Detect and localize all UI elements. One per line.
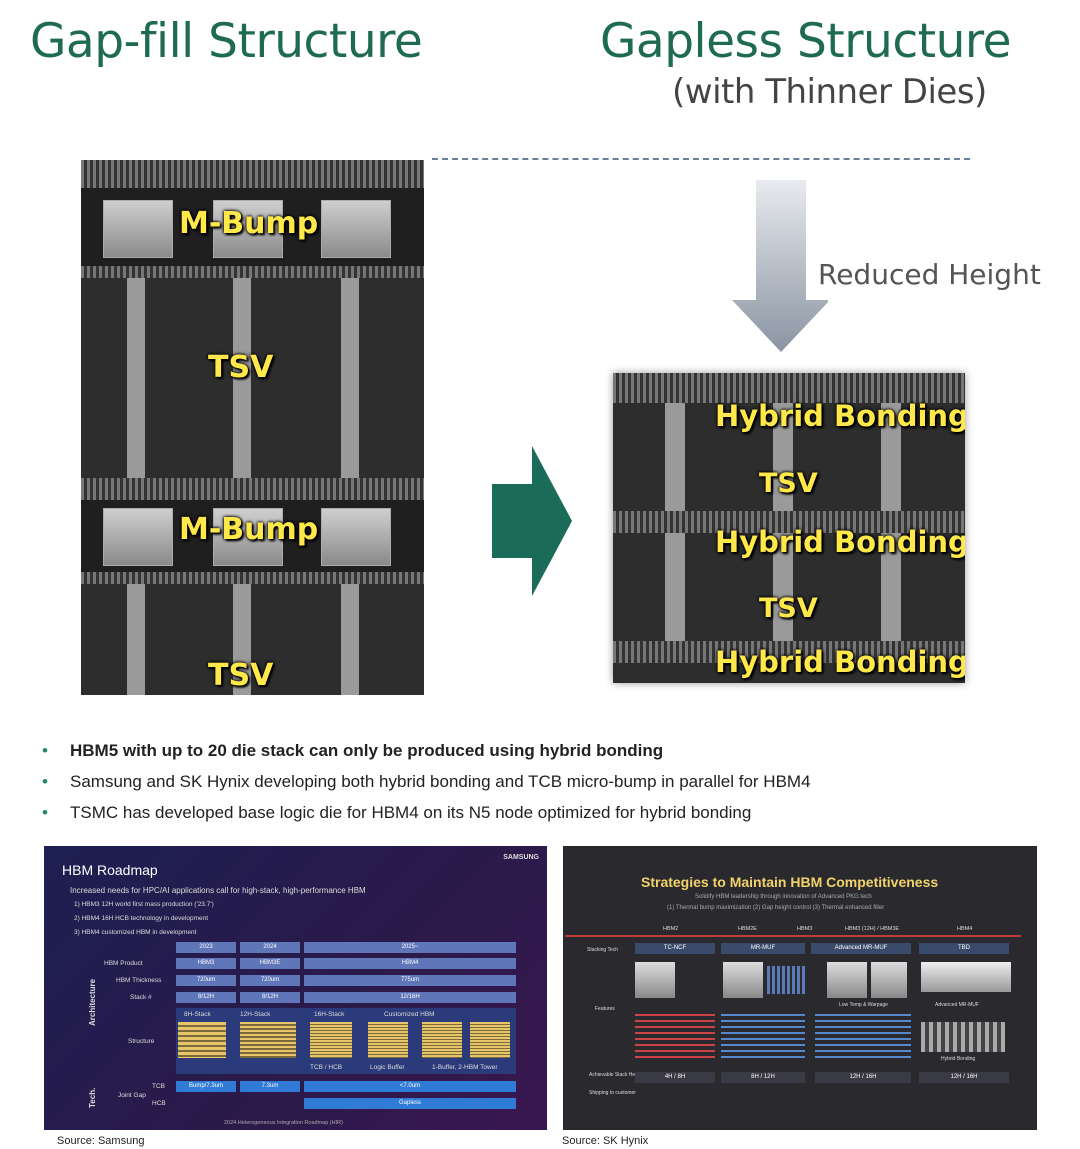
structure-caption: 1-Buffer, 2-HBM Tower	[432, 1064, 498, 1071]
samsung-point: 3) HBM4 customized HBM in development	[74, 929, 197, 936]
tech-cell: Bump/7.3um	[176, 1081, 236, 1092]
hynix-tech-cell: TC-NCF	[635, 943, 715, 954]
side-label: Architecture	[88, 978, 97, 1026]
gapless-subtitle: (with Thinner Dies)	[672, 72, 987, 112]
hynix-source: Source: SK Hynix	[562, 1135, 649, 1147]
samsung-footer: 2024 Heterogeneous Integration Roadmap (…	[224, 1120, 343, 1126]
hynix-column: HBM4	[957, 926, 973, 932]
samsung-point: 2) HBM4 16H HCB technology in developmen…	[74, 915, 209, 922]
row-label: HBM Product	[104, 960, 143, 967]
hynix-height-cell: 12H / 16H	[815, 1072, 911, 1083]
bullet-text: TSMC has developed base logic die for HB…	[70, 803, 752, 822]
tech-row-label: HCB	[152, 1100, 166, 1107]
gapless-title: Gapless Structure	[600, 14, 1012, 69]
hynix-caption: Advanced MR-MUF	[935, 1002, 979, 1008]
hynix-subtitle: (1) Thermal bump maximization (2) Gap he…	[667, 905, 885, 911]
structure-item: 8H-Stack	[184, 1011, 211, 1018]
hynix-row-label: Features	[595, 1006, 615, 1012]
hynix-row-label: Stacking Tech	[587, 947, 619, 953]
structure-caption: Logic Buffer	[370, 1064, 405, 1071]
row-cell: 8/12H	[176, 992, 236, 1003]
hynix-row-label: Achievable Stack Height	[589, 1072, 644, 1078]
hynix-tech-cell: Advanced MR-MUF	[811, 943, 911, 954]
hybrid-bonding-label-1: Hybrid Bonding	[715, 399, 965, 433]
hybrid-bonding-label-2: Hybrid Bonding	[715, 525, 965, 559]
hynix-caption: Low Temp & Warpage	[839, 1002, 888, 1008]
bullet-icon: •	[42, 772, 48, 791]
bullet-text: HBM5 with up to 20 die stack can only be…	[70, 741, 664, 760]
hynix-subtitle: Solidify HBM leadership through innovati…	[695, 894, 872, 900]
gapless-sem-image: Hybrid Bonding TSV Hybrid Bonding TSV Hy…	[613, 373, 965, 683]
tech-cell: Gapless	[304, 1098, 516, 1109]
row-cell: 775um	[304, 975, 516, 986]
down-arrow-icon	[732, 180, 828, 352]
structure-caption: TCB / HCB	[310, 1064, 343, 1071]
row-cell: 8/12H	[240, 992, 300, 1003]
bullet-icon: •	[42, 741, 48, 760]
hynix-strategy-slide: Strategies to Maintain HBM Competitivene…	[563, 846, 1037, 1130]
right-arrow-icon	[492, 446, 572, 596]
bullet-item: • HBM5 with up to 20 die stack can only b…	[42, 740, 1042, 771]
gap-fill-sem-image: M-Bump TSV M-Bump TSV	[81, 160, 424, 695]
year-cell: 2025~	[304, 942, 516, 953]
hynix-column: HBM2	[663, 926, 679, 932]
samsung-slide-title: HBM Roadmap	[62, 862, 158, 878]
tsv-label-right-1: TSV	[759, 468, 818, 499]
year-cell: 2023	[176, 942, 236, 953]
hynix-row-label: Shipping to customer	[589, 1090, 636, 1096]
hynix-column: HBM2E	[738, 926, 757, 932]
hynix-tech-cell: MR-MUF	[721, 943, 805, 954]
reduced-height-label: Reduced Height	[818, 258, 1041, 291]
hynix-height-cell: 8H / 12H	[721, 1072, 805, 1083]
tsv-label-1: TSV	[208, 350, 274, 385]
bullet-list: • HBM5 with up to 20 die stack can only b…	[42, 740, 1042, 833]
hynix-height-cell: 4H / 8H	[635, 1072, 715, 1083]
gap-fill-title: Gap-fill Structure	[30, 14, 423, 69]
row-cell: HBM3	[176, 958, 236, 969]
row-cell: 720um	[176, 975, 236, 986]
structure-label: Structure	[128, 1038, 155, 1045]
hynix-caption: Hybrid Bonding	[941, 1056, 976, 1062]
structure-item: 16H-Stack	[314, 1011, 345, 1018]
row-cell: HBM3E	[240, 958, 300, 969]
tech-cell: <7.0um	[304, 1081, 516, 1092]
samsung-roadmap-slide: SAMSUNG HBM Roadmap Increased needs for …	[44, 846, 547, 1130]
year-cell: 2024	[240, 942, 300, 953]
side-label: Tech.	[88, 1087, 97, 1108]
hynix-slide-title: Strategies to Maintain HBM Competitivene…	[641, 874, 939, 890]
samsung-point: 1) HBM3 12H world first mass production …	[74, 901, 214, 908]
tech-row-label: TCB	[152, 1083, 165, 1090]
bullet-item: • Samsung and SK Hynix developing both hy…	[42, 771, 1042, 802]
samsung-source: Source: Samsung	[57, 1135, 145, 1147]
m-bump-label-1: M-Bump	[179, 206, 319, 241]
row-label: HBM Thickness	[116, 977, 162, 984]
row-label: Stack #	[130, 994, 152, 1001]
tsv-label-2: TSV	[208, 658, 274, 693]
m-bump-label-2: M-Bump	[179, 512, 319, 547]
joint-gap-label: Joint Gap	[118, 1092, 146, 1099]
hynix-column: HBM3	[797, 926, 813, 932]
row-cell: 12/16H	[304, 992, 516, 1003]
samsung-logo: SAMSUNG	[503, 854, 539, 861]
tech-cell: 7.3um	[240, 1081, 300, 1092]
height-reference-line	[432, 158, 970, 160]
row-cell: 720um	[240, 975, 300, 986]
bullet-item: • TSMC has developed base logic die for H…	[42, 802, 1042, 833]
bullet-icon: •	[42, 803, 48, 822]
hynix-height-cell: 12H / 16H	[919, 1072, 1009, 1083]
hynix-column: HBM3 (12H) / HBM3E	[845, 926, 900, 932]
structure-item: 12H-Stack	[240, 1011, 271, 1018]
hynix-tech-cell: TBD	[919, 943, 1009, 954]
row-cell: HBM4	[304, 958, 516, 969]
samsung-intro: Increased needs for HPC/AI applications …	[70, 886, 366, 895]
hybrid-bonding-label-3: Hybrid Bonding	[715, 645, 965, 679]
structure-item: Customized HBM	[384, 1011, 435, 1018]
bullet-text: Samsung and SK Hynix developing both hyb…	[70, 772, 811, 791]
tsv-label-right-2: TSV	[759, 593, 818, 624]
